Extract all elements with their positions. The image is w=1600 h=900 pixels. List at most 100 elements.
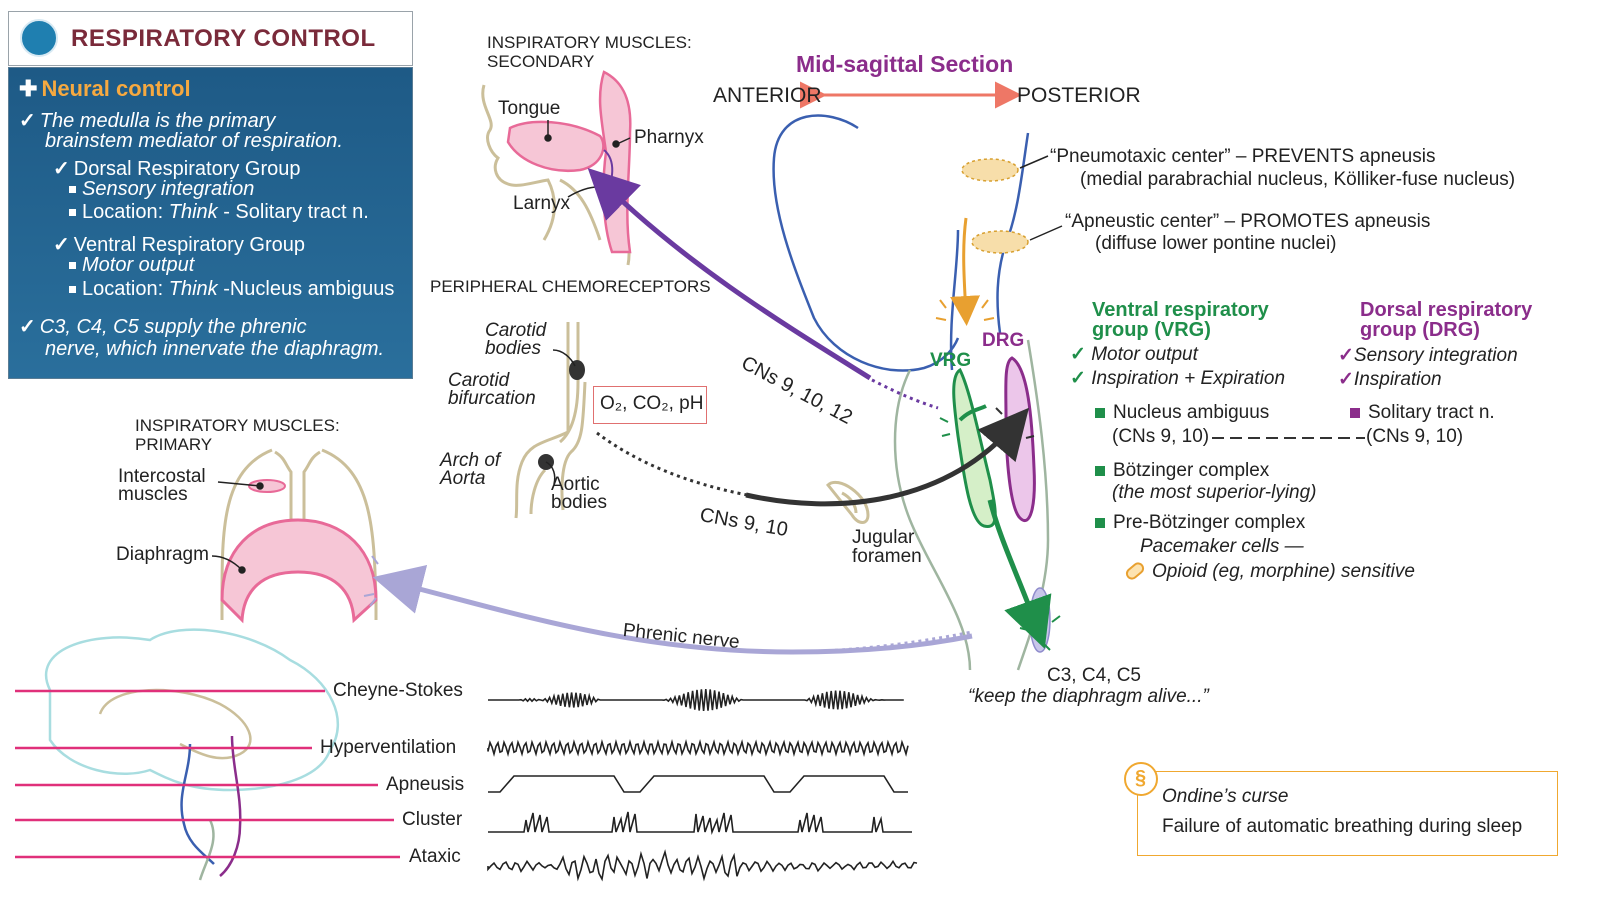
pharynx-label: Pharnyx <box>634 127 704 148</box>
vrg-feature-1-text: Motor output <box>1091 344 1198 365</box>
intercostal-line-1: Intercostal <box>118 466 206 487</box>
primary-caption-1: INSPIRATORY MUSCLES: <box>135 416 340 435</box>
pneumotaxic-center-shape <box>961 155 1049 182</box>
drg-heading: ✓Dorsal Respiratory Group <box>53 156 301 181</box>
posterior-label: POSTERIOR <box>1017 84 1141 107</box>
bullet-icon <box>1350 407 1360 418</box>
snake-icon: § <box>1135 767 1147 789</box>
check-icon: ✓ <box>53 234 70 256</box>
drg-title-line-1: Dorsal respiratory <box>1360 299 1533 321</box>
page-title: RESPIRATORY CONTROL <box>71 25 376 52</box>
solitary-tract-cn: (CNs 9, 10) <box>1366 426 1464 447</box>
pattern-label-ataxic: Ataxic <box>409 846 461 867</box>
nucleus-ambiguus-label: Nucleus ambiguus <box>1095 402 1269 424</box>
ondine-box: Ondine’s curse Failure of automatic brea… <box>1137 771 1558 856</box>
cn-9-10-12-arrow <box>587 168 939 410</box>
vrg-tag: VRG <box>930 350 972 371</box>
drg-tag: DRG <box>982 330 1025 351</box>
primary-caption-2: PRIMARY <box>135 435 213 454</box>
bullet-icon <box>69 286 76 294</box>
aortic-arch-line-1: Arch of <box>440 450 501 471</box>
breathing-waveforms <box>487 689 918 882</box>
aortic-bodies-line-1: Aortic <box>551 474 600 495</box>
drg-feature-2-text: Inspiration <box>1353 369 1442 390</box>
check-icon: ✓ <box>1070 344 1086 365</box>
pointer-lines-primary <box>211 481 264 574</box>
plus-icon: ✚ <box>19 76 38 101</box>
carotid-bif-line-1: Carotid <box>448 370 510 391</box>
pons-to-vrg-arrow <box>935 217 995 326</box>
vrg-heading-text: Ventral Respiratory Group <box>73 234 305 256</box>
jugular-line-2: foramen <box>852 546 922 567</box>
drg-feature-1: ✓Sensory integration <box>1338 344 1518 367</box>
aortic-bodies-line-2: bodies <box>551 492 607 513</box>
logo-badge <box>20 19 58 57</box>
neural-heading-text: Neural control <box>41 76 191 101</box>
drg-item-a: Sensory integration <box>69 178 254 201</box>
chemo-stimuli-label: O₂, CO₂, pH <box>600 393 704 414</box>
bullet-icon <box>69 186 76 194</box>
vrg-item-b: Location: Think -Nucleus ambiguus <box>69 278 394 301</box>
pre-botzinger-label: Pre-Bötzinger complex <box>1095 512 1305 534</box>
spinal-levels-label: C3, C4, C5 <box>1047 665 1141 686</box>
bullet-icon <box>69 262 76 270</box>
keep-alive-label: “keep the diaphragm alive...” <box>968 686 1209 707</box>
neural-line-2: brainstem mediator of respiration. <box>45 130 343 152</box>
ondine-title: Ondine’s curse <box>1162 786 1289 807</box>
drg-item-b-post: - Solitary tract n. <box>217 201 369 223</box>
intercostal-line-2: muscles <box>118 484 188 505</box>
vrg-to-spinal-arrow <box>939 404 1061 651</box>
brainstem-level-lines <box>15 689 400 859</box>
carotid-bodies-line-2: bodies <box>485 338 541 359</box>
vrg-item-a: Motor output <box>69 254 194 277</box>
ondine-text: Failure of automatic breathing during sl… <box>1162 816 1523 837</box>
drg-heading-text: Dorsal Respiratory Group <box>73 158 301 180</box>
waveform-ataxic <box>487 849 918 882</box>
pacemaker-label: Pacemaker cells — <box>1140 536 1304 557</box>
pill-icon <box>1125 562 1145 580</box>
pattern-label-apneusis: Apneusis <box>386 774 465 795</box>
anterior-label: ANTERIOR <box>713 84 822 107</box>
phrenic-line-1-text: C3, C4, C5 supply the phrenic <box>39 316 307 338</box>
drg-item-b: Location: Think - Solitary tract n. <box>69 201 369 224</box>
vrg-item-b-think: Think <box>168 278 218 300</box>
carotid-bif-line-2: bifurcation <box>448 388 536 409</box>
carotid-aorta-sketch <box>514 322 587 519</box>
phrenic-line-1: ✓C3, C4, C5 supply the phrenic <box>19 314 307 339</box>
botzinger-text: Bötzinger complex <box>1113 460 1270 481</box>
opioid-label: Opioid (eg, morphine) sensitive <box>1152 561 1415 582</box>
title-card: RESPIRATORY CONTROL <box>8 11 413 66</box>
nucleus-ambiguus-text: Nucleus ambiguus <box>1113 402 1270 423</box>
ondine-icon: § <box>1124 762 1158 796</box>
bullet-icon <box>69 209 76 217</box>
drg-item-b-think: Think <box>168 201 218 223</box>
check-icon: ✓ <box>1070 368 1086 389</box>
tongue-shape <box>506 120 605 172</box>
bullet-icon <box>1095 407 1105 418</box>
vrg-feature-1: ✓ Motor output <box>1070 343 1198 366</box>
solitary-tract-text: Solitary tract n. <box>1368 402 1495 423</box>
check-icon: ✓ <box>19 110 36 132</box>
pointer-lines-chemo <box>545 349 576 485</box>
vrg-item-a-text: Motor output <box>82 254 195 276</box>
vrg-title-line-1: Ventral respiratory <box>1092 299 1269 321</box>
pneumotaxic-label-2: (medial parabrachial nucleus, Kölliker-f… <box>1080 169 1516 190</box>
neural-heading: ✚Neural control <box>19 76 191 102</box>
vrg-title-line-2: group (VRG) <box>1092 319 1211 341</box>
section-title: Mid-sagittal Section <box>796 51 1014 77</box>
chemoreceptor-bodies <box>538 360 585 470</box>
larynx-label: Larnyx <box>513 193 571 214</box>
neural-line-1: ✓The medulla is the primary <box>19 108 275 133</box>
pharynx-shape <box>598 70 632 254</box>
phrenic-nerve-arrow <box>363 555 973 655</box>
check-icon: ✓ <box>1338 345 1354 366</box>
pattern-label-cluster: Cluster <box>402 809 463 830</box>
apneustic-label-2: (diffuse lower pontine nuclei) <box>1095 233 1337 254</box>
